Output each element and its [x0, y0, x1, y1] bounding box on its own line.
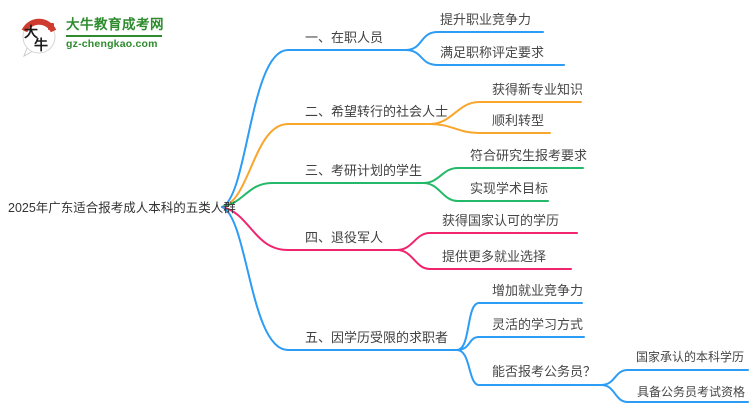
branch-4-child-2-connector: [396, 249, 572, 270]
branch-5-child-2-connector: [456, 336, 585, 351]
logo-title: 大牛教育成考网: [66, 17, 164, 32]
branch-1-label: 一、在职人员: [305, 30, 384, 45]
branch-5-sub-2-label: 具备公务员考试资格: [637, 385, 746, 399]
branch-5-child-2-label: 灵活的学习方式: [492, 317, 584, 332]
branch-4-child-2-label: 提供更多就业选择: [442, 249, 547, 264]
branch-5-child-1-label: 增加就业竞争力: [492, 283, 584, 298]
branch-4-label: 四、退役军人: [305, 230, 384, 245]
branch-3-label: 三、考研计划的学生: [305, 163, 423, 178]
logo-divider: [66, 35, 162, 37]
branch-5-root-connector: [221, 206, 289, 351]
branch-4-root-connector: [221, 206, 289, 251]
branch-3-child-2-connector: [422, 182, 549, 202]
root-node-label: 2025年广东适合报考成人本科的五类人群: [8, 201, 236, 215]
branch-1-child-2-connector: [404, 49, 565, 66]
branch-3-child-1-label: 符合研究生报考要求: [470, 148, 588, 163]
branch-2-label: 二、希望转行的社会人士: [305, 104, 449, 119]
branch-3-child-2-label: 实现学术目标: [470, 181, 549, 196]
branch-2-child-2-label: 顺利转型: [492, 113, 545, 128]
branch-2-root-connector: [221, 123, 289, 208]
svg-text:牛: 牛: [34, 37, 48, 53]
logo-bull-icon: 大 牛: [21, 18, 57, 58]
branch-5-sub-1-label: 国家承认的本科学历: [636, 350, 745, 364]
logo-domain: gz-chengkao.com: [66, 38, 158, 50]
branch-5-label: 五、因学历受限的求职者: [305, 330, 449, 345]
branch-5-child-3-sub-2-connector: [600, 384, 749, 403]
branch-1-child-1-label: 提升职业竞争力: [440, 12, 532, 27]
branch-1-child-2-label: 满足职称评定要求: [440, 45, 545, 60]
branch-3-root-connector: [221, 182, 273, 208]
svg-text:大: 大: [24, 24, 38, 40]
branch-5-child-3-label: 能否报考公务员？: [492, 364, 597, 379]
branch-2-child-1-label: 获得新专业知识: [492, 82, 584, 97]
site-logo: 大 牛 大牛教育成考网 gz-chengkao.com: [18, 12, 164, 58]
branch-4-child-1-label: 获得国家认可的学历: [442, 213, 560, 228]
branch-2-child-2-connector: [429, 123, 551, 134]
branch-1-root-connector: [221, 49, 289, 208]
